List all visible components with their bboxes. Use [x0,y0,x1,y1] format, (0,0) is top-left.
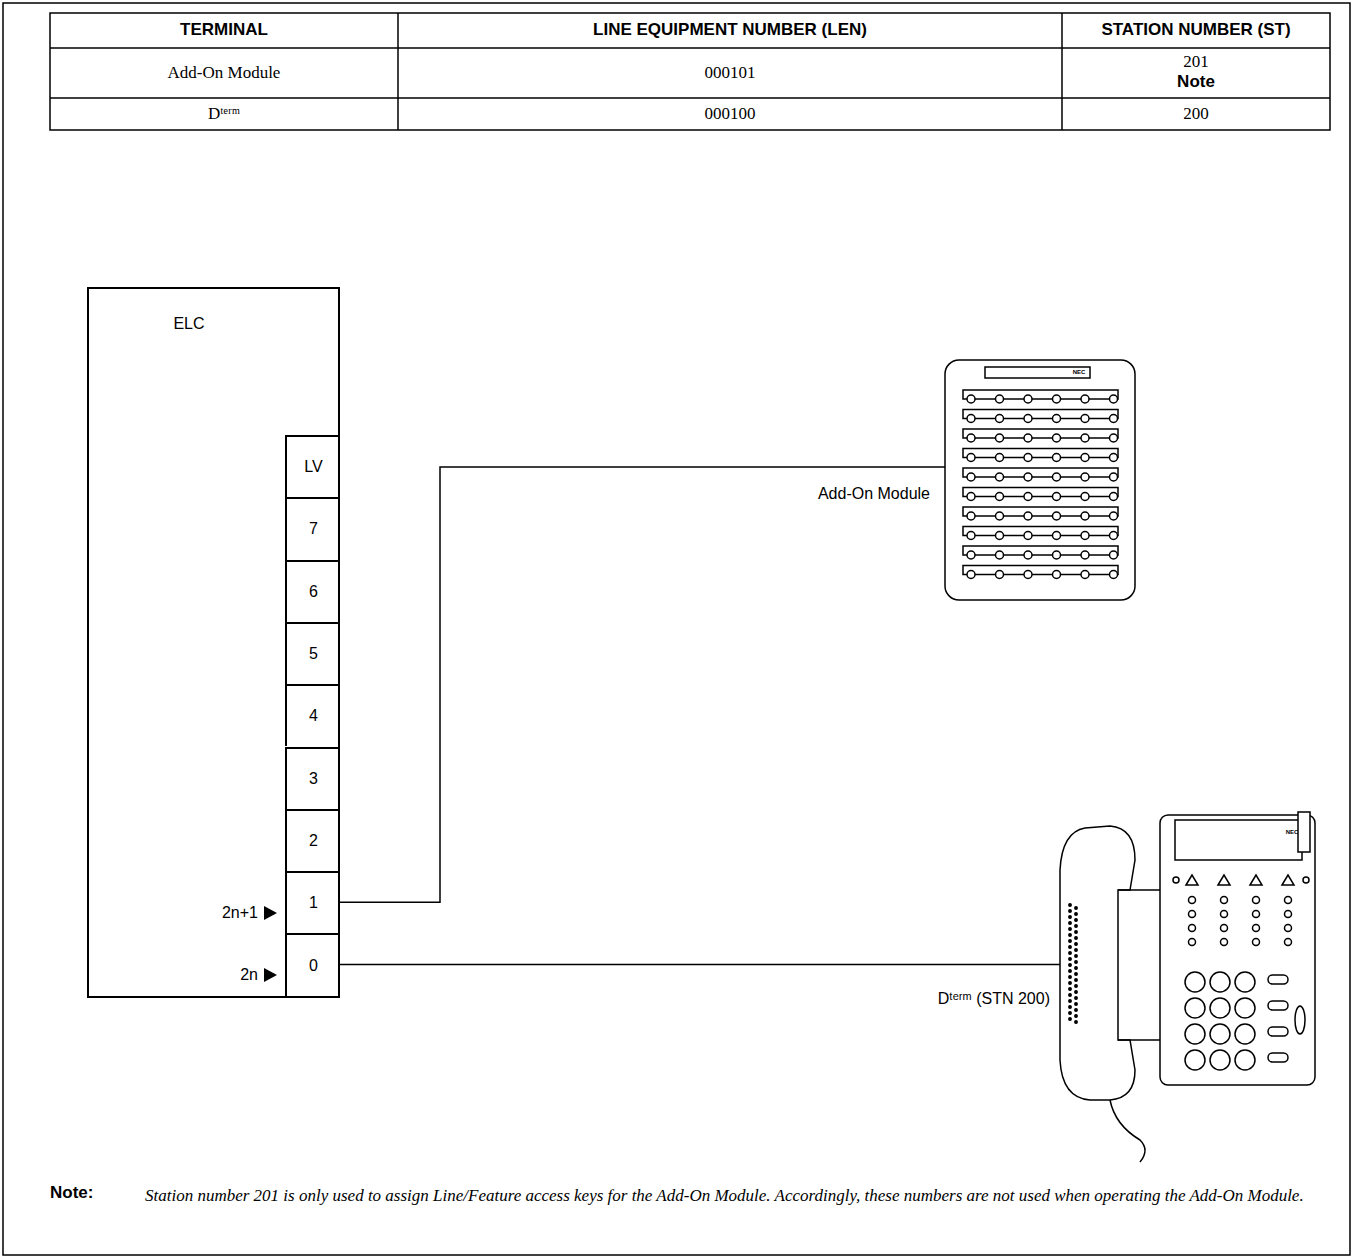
slot-box: LV [285,435,340,497]
slot-box: 4 [285,684,340,746]
slot-box: 3 [285,747,340,809]
table-cell: Note [1062,72,1330,92]
table-cell: Add-On Module [50,63,398,83]
table-header: STATION NUMBER (ST) [1062,20,1330,40]
pointer-triangles [264,906,277,982]
port-label: 2n [140,965,258,984]
terminal-label: Add-On Module [755,485,930,503]
slot-box: 7 [285,497,340,559]
slot-number: 3 [309,770,318,788]
table-cell: 201 [1062,52,1330,72]
elc-card: ELC LV 7 6 5 4 3 2 1 0 [87,287,340,998]
table-cell: 200 [1062,104,1330,124]
slot-number: 4 [309,707,318,725]
slot-number: 1 [309,894,318,912]
table-cell: 000100 [398,104,1062,124]
brand-logo: NEC [1070,368,1088,377]
table-header: TERMINAL [50,20,398,40]
slot-box: 5 [285,622,340,684]
table-cell: 000101 [398,63,1062,83]
slot-box: 2 [285,809,340,871]
table-cell: Dᵗᵉʳᵐ [50,104,398,124]
connector-wire [340,467,945,902]
terminal-label: Dᵗᵉʳᵐ (STN 200) [905,990,1050,1008]
note-heading: Note: [50,1183,130,1203]
dterm-phone-illustration [1060,812,1315,1162]
table-grid [50,13,1330,130]
slot-number: 5 [309,645,318,663]
add-on-module-illustration [945,360,1135,600]
slot-box: 6 [285,560,340,622]
slot-number: 0 [309,957,318,975]
dterm-phone: Dᵗᵉʳᵐ (STN 200) [1060,810,1315,1100]
slot-box: 0 [285,933,340,995]
card-name: ELC [89,315,289,333]
slot-number: 2 [309,832,318,850]
note-text: Station number 201 is only used to assig… [145,1183,1328,1209]
brand-logo: NEC [1283,828,1301,837]
slot-box: 1 [285,871,340,933]
slot-number: 6 [309,583,318,601]
slot-number: LV [304,458,322,476]
connector-wire [340,964,1060,966]
page-frame [3,3,1350,1255]
port-label: 2n+1 [140,903,258,922]
add-on-module: Add-On Module [945,360,1135,600]
slot-number: 7 [309,520,318,538]
table-header: LINE EQUIPMENT NUMBER (LEN) [398,20,1062,40]
